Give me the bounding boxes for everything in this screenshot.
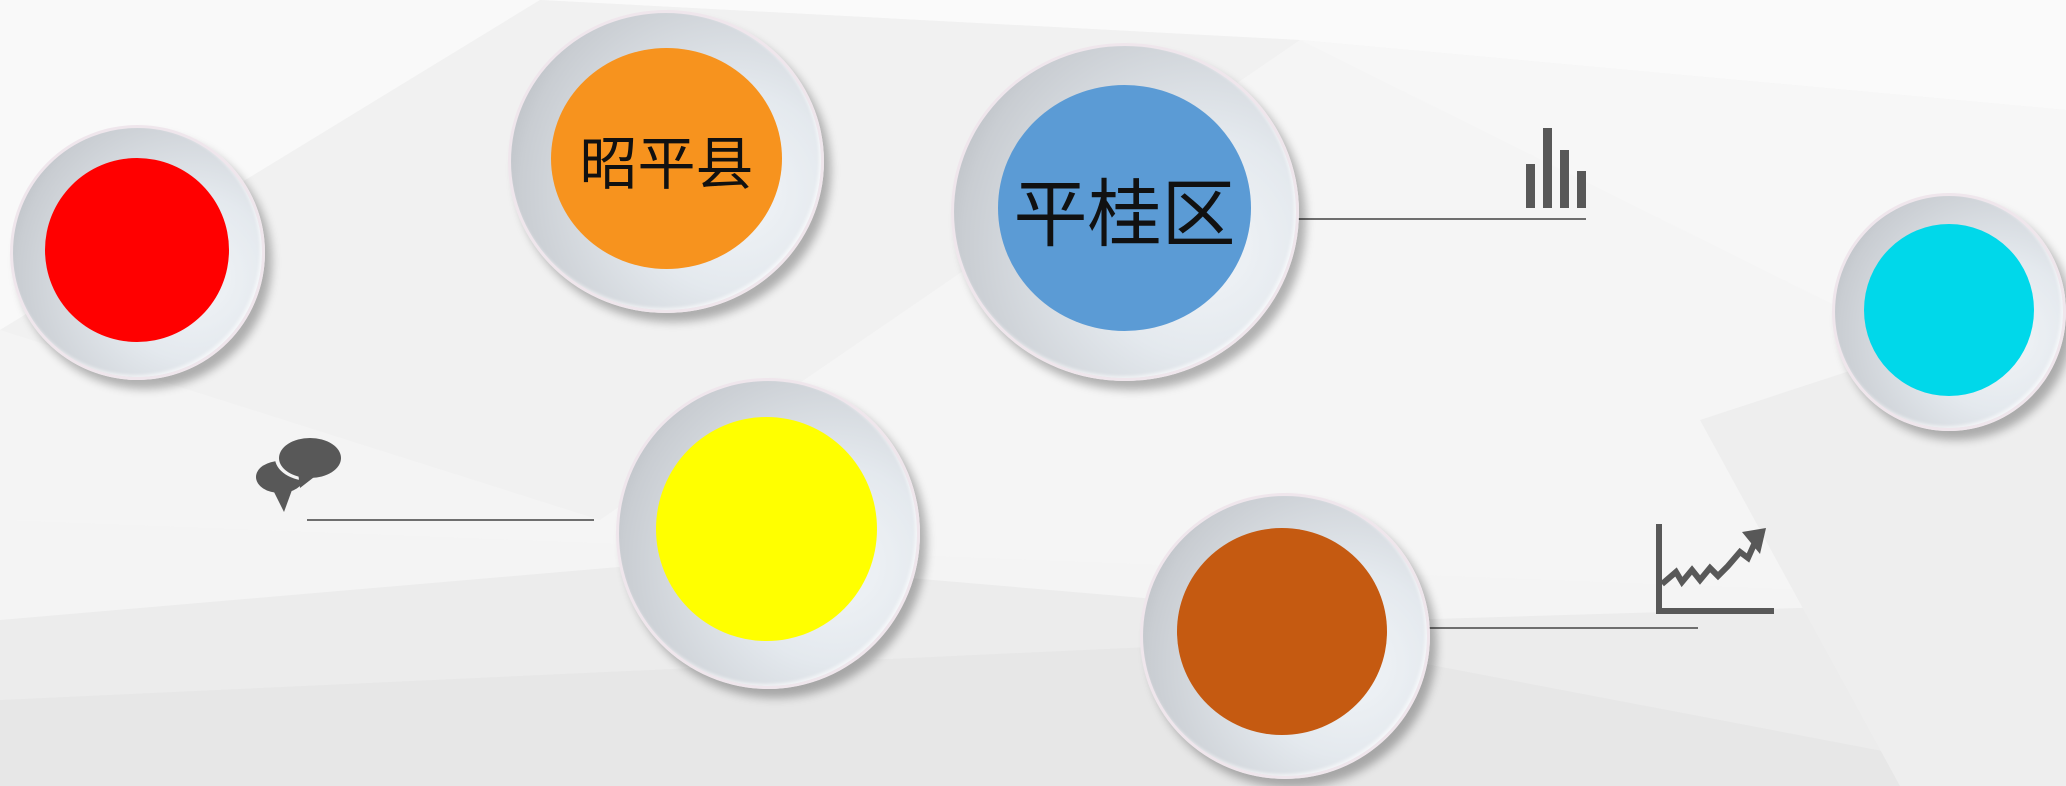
connector-line-blue	[1298, 218, 1586, 220]
bar-chart-icon	[1526, 128, 1586, 208]
red-circle[interactable]	[45, 158, 229, 342]
speech-bubbles-icon	[256, 435, 345, 512]
cyan-circle[interactable]	[1864, 224, 2034, 396]
connector-line-rust	[1426, 627, 1698, 629]
orange-circle-label: 昭平县	[579, 129, 754, 198]
yellow-circle[interactable]	[656, 417, 877, 641]
rust-circle[interactable]	[1177, 528, 1387, 735]
blue-circle[interactable]: 平桂区	[998, 85, 1251, 331]
trend-chart-icon	[1656, 524, 1774, 614]
connector-line-yellow	[307, 519, 594, 521]
blue-circle-label: 平桂区	[1013, 171, 1236, 258]
orange-circle[interactable]: 昭平县	[551, 48, 782, 269]
